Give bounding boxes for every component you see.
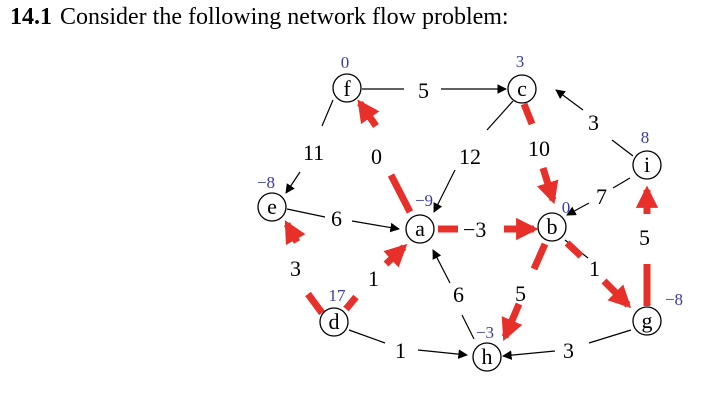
- arc-i-c: [555, 89, 584, 111]
- edge-label-i-b: 7: [596, 184, 607, 209]
- edge-label-c-b: 10: [528, 136, 550, 161]
- node-a: [405, 214, 435, 244]
- edge-labels: 5 11 0 12 10 3 7 6 −3 3 1 6 5 1 5 1 3: [290, 78, 650, 363]
- node-f: [332, 73, 362, 103]
- edge-label-g-h: 3: [563, 338, 574, 363]
- tree-arc-d-a: [383, 243, 408, 268]
- arc-f-e-start: [321, 99, 334, 127]
- tree-arcs: [283, 99, 659, 342]
- tree-arc-b-h-tail: [530, 242, 549, 271]
- potential-a: −9: [415, 191, 433, 210]
- arc-d-h-start: [348, 329, 386, 344]
- arc-i-c-end: [611, 139, 634, 157]
- node-g: [632, 306, 662, 336]
- edge-label-d-e: 3: [290, 256, 301, 281]
- potential-d: 17: [329, 286, 347, 305]
- node-label-b: b: [547, 214, 558, 239]
- potential-b: 0: [562, 198, 571, 217]
- arc-i-b-start: [612, 177, 631, 189]
- edge-label-i-c: 3: [588, 110, 599, 135]
- node-label-g: g: [642, 308, 653, 333]
- potential-f: 0: [341, 53, 350, 72]
- edge-label-f-e: 11: [303, 140, 324, 165]
- node-i: [632, 150, 662, 180]
- arc-c-a-start: [486, 100, 514, 131]
- edge-label-b-h: 5: [515, 281, 526, 306]
- node-c: [507, 74, 537, 104]
- node-h: [472, 342, 502, 372]
- node-label-h: h: [482, 344, 493, 369]
- problem-text: Consider the following network flow prob…: [60, 4, 509, 30]
- nodes: [257, 73, 662, 372]
- node-b: [537, 212, 567, 242]
- tree-arc-d-a-tail: [343, 294, 359, 312]
- edge-label-d-h: 1: [395, 338, 406, 363]
- arc-e-a-start: [286, 208, 326, 218]
- edge-label-a-b: −3: [463, 217, 486, 242]
- node-d: [319, 307, 349, 337]
- tree-arc-d-e: [283, 220, 306, 246]
- problem-number: 14.1: [10, 4, 52, 30]
- arc-e-a: [351, 220, 400, 233]
- arc-c-a: [433, 169, 456, 213]
- node-label-f: f: [343, 76, 351, 101]
- tree-arc-b-g: [601, 278, 632, 309]
- edge-label-d-a: 1: [368, 266, 379, 291]
- node-labels: f c e a b i d h g: [267, 76, 652, 369]
- arc-d-h: [417, 349, 468, 359]
- node-label-i: i: [644, 152, 650, 177]
- edge-label-a-f: 0: [371, 144, 382, 169]
- arc-h-a-start: [461, 314, 475, 340]
- arc-h-a: [432, 249, 451, 284]
- edge-label-g-i: 5: [639, 225, 650, 250]
- tree-arc-b-g-tail: [564, 240, 584, 259]
- edge-label-f-c: 5: [418, 78, 429, 103]
- node-potentials: 0 3 −8 −9 0 8 17 −3 −8: [257, 52, 683, 342]
- potential-c: 3: [516, 52, 525, 71]
- node-label-c: c: [517, 76, 527, 101]
- node-label-d: d: [329, 309, 340, 334]
- node-label-a: a: [415, 216, 425, 241]
- arc-i-b: [566, 202, 590, 216]
- edge-label-e-a: 6: [331, 206, 342, 231]
- tree-arc-c-b-tail: [520, 102, 536, 126]
- potential-g: −8: [665, 290, 683, 309]
- arc-g-h-start: [588, 329, 632, 344]
- edge-label-b-g: 1: [589, 256, 600, 281]
- tree-arc-a-f-tail: [387, 173, 414, 214]
- tree-arc-c-b: [536, 166, 559, 205]
- arc-g-h: [502, 350, 556, 360]
- potential-h: −3: [476, 323, 494, 342]
- problem-heading: 14.1 Consider the following network flow …: [10, 4, 509, 31]
- node-e: [257, 192, 287, 222]
- tree-arc-b-h: [501, 302, 523, 342]
- edge-label-h-a: 6: [453, 282, 464, 307]
- tree-arc-d-e-tail: [305, 291, 325, 316]
- edge-label-c-a: 12: [459, 144, 481, 169]
- potential-i: 8: [641, 128, 650, 147]
- node-label-e: e: [267, 194, 277, 219]
- tree-arc-a-f: [357, 99, 380, 128]
- potential-e: −8: [257, 173, 275, 192]
- arc-f-e: [285, 171, 301, 194]
